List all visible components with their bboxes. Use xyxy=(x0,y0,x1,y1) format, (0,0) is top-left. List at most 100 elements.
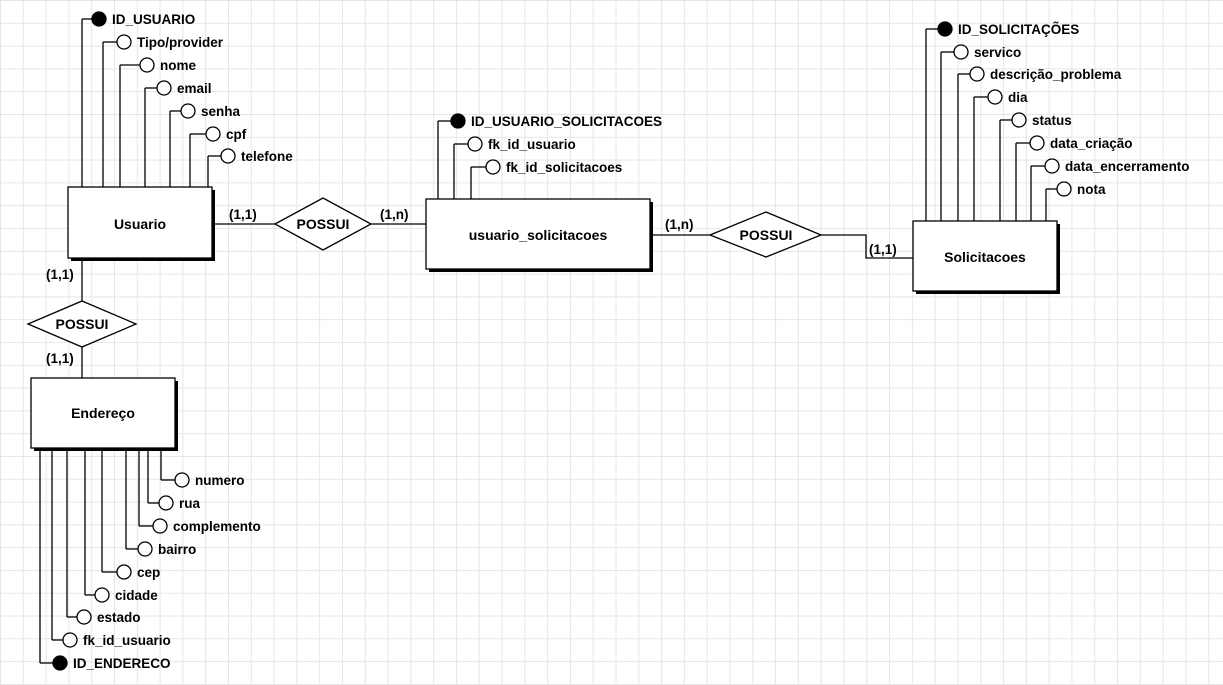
attribute-usuario-5[interactable]: cpf xyxy=(189,126,247,187)
cardinality-label: (1,1) xyxy=(46,267,74,282)
attribute-icon xyxy=(467,136,483,152)
attribute-endereco-2[interactable]: complemento xyxy=(138,448,261,534)
attribute-icon xyxy=(485,159,501,175)
attribute-icon xyxy=(156,80,172,96)
attribute-label: ID_USUARIO xyxy=(112,12,195,27)
attribute-label: rua xyxy=(179,496,201,511)
entity-solicitacoes-label: Solicitacoes xyxy=(944,249,1026,265)
primary-key-icon xyxy=(52,655,68,671)
cardinality-label: (1,1) xyxy=(229,207,257,222)
attribute-icon xyxy=(1029,135,1045,151)
relationship-label: POSSUI xyxy=(56,316,109,332)
attribute-icon xyxy=(139,57,155,73)
entity-usuario-solicitacoes[interactable]: usuario_solicitacoes xyxy=(425,198,653,272)
attribute-icon xyxy=(116,564,132,580)
attribute-label: fk_id_solicitacoes xyxy=(506,160,622,175)
attribute-endereco-8[interactable]: ID_ENDERECO xyxy=(39,448,171,671)
attribute-icon xyxy=(158,495,174,511)
relationship-usuario-solicitacoes-solicitacoes[interactable]: POSSUI xyxy=(708,211,823,258)
primary-key-icon xyxy=(937,21,953,37)
attribute-icon xyxy=(220,148,236,164)
attribute-icon xyxy=(180,103,196,119)
attribute-label: ID_SOLICITAÇÕES xyxy=(958,22,1079,37)
attribute-icon xyxy=(174,472,190,488)
primary-key-icon xyxy=(450,113,466,129)
attribute-label: senha xyxy=(201,104,241,119)
attribute-icon xyxy=(94,587,110,603)
attribute-usuario-6[interactable]: telefone xyxy=(207,148,293,187)
attribute-label: cidade xyxy=(115,588,158,603)
attribute-solicitacoes-7[interactable]: nota xyxy=(1045,181,1106,221)
attribute-solicitacoes-2[interactable]: descrição_problema xyxy=(957,66,1122,221)
attribute-label: estado xyxy=(97,610,141,625)
attribute-icon xyxy=(116,34,132,50)
attribute-label: telefone xyxy=(241,149,293,164)
attribute-usuario-2[interactable]: nome xyxy=(119,57,196,187)
entity-solicitacoes[interactable]: Solicitacoes xyxy=(912,220,1060,294)
attribute-solicitacoes-3[interactable]: dia xyxy=(973,89,1028,221)
relationship-usuario-endereco[interactable]: POSSUI xyxy=(26,300,138,348)
attribute-icon xyxy=(76,609,92,625)
attribute-icon xyxy=(152,518,168,534)
attribute-label: fk_id_usuario xyxy=(83,633,171,648)
attribute-label: data_encerramento xyxy=(1065,159,1190,174)
attribute-label: cpf xyxy=(226,127,247,142)
attribute-label: ID_ENDERECO xyxy=(73,656,171,671)
attribute-icon xyxy=(969,66,985,82)
attribute-usuario-1[interactable]: Tipo/provider xyxy=(102,34,224,187)
attribute-endereco-7[interactable]: fk_id_usuario xyxy=(51,448,171,648)
attribute-label: ID_USUARIO_SOLICITACOES xyxy=(471,114,662,129)
attribute-label: servico xyxy=(974,45,1021,60)
attribute-endereco-6[interactable]: estado xyxy=(66,448,141,625)
relationship-label: POSSUI xyxy=(740,227,793,243)
attribute-label: data_criação xyxy=(1050,136,1133,151)
attribute-solicitacoes-5[interactable]: data_criação xyxy=(1015,135,1133,221)
attribute-usuario_solicitacoes-0[interactable]: ID_USUARIO_SOLICITACOES xyxy=(437,113,662,199)
entity-usuario[interactable]: Usuario xyxy=(67,186,215,261)
relationship-lines xyxy=(81,223,913,378)
primary-key-icon xyxy=(91,11,107,27)
attribute-icon xyxy=(205,126,221,142)
cardinality-label: (1,n) xyxy=(665,217,694,232)
attribute-icon xyxy=(987,89,1003,105)
attribute-label: nota xyxy=(1077,182,1106,197)
attribute-icon xyxy=(1056,181,1072,197)
attribute-label: Tipo/provider xyxy=(137,35,224,50)
attribute-endereco-5[interactable]: cidade xyxy=(84,448,158,603)
attribute-usuario-3[interactable]: email xyxy=(144,80,212,187)
attribute-solicitacoes-4[interactable]: status xyxy=(999,112,1072,221)
cardinality-label: (1,n) xyxy=(380,207,409,222)
attribute-usuario_solicitacoes-1[interactable]: fk_id_usuario xyxy=(453,136,576,199)
attribute-icon xyxy=(137,541,153,557)
attribute-usuario-4[interactable]: senha xyxy=(169,103,241,187)
attribute-endereco-3[interactable]: bairro xyxy=(125,448,196,557)
cardinality-label: (1,1) xyxy=(46,351,74,366)
attribute-solicitacoes-1[interactable]: servico xyxy=(940,44,1021,221)
attribute-endereco-4[interactable]: cep xyxy=(101,448,160,580)
attribute-label: status xyxy=(1032,113,1072,128)
entity-endereco[interactable]: Endereço xyxy=(30,377,178,451)
attribute-label: descrição_problema xyxy=(990,67,1122,82)
attribute-usuario-0[interactable]: ID_USUARIO xyxy=(81,11,195,187)
attribute-icon xyxy=(1011,112,1027,128)
attribute-solicitacoes-0[interactable]: ID_SOLICITAÇÕES xyxy=(925,21,1079,221)
cardinality-label: (1,1) xyxy=(869,242,897,257)
attribute-endereco-1[interactable]: rua xyxy=(147,448,201,511)
attribute-solicitacoes-6[interactable]: data_encerramento xyxy=(1030,158,1190,221)
attribute-label: bairro xyxy=(158,542,196,557)
attribute-label: nome xyxy=(160,58,196,73)
relationship-usuario-usuario-solicitacoes[interactable]: POSSUI xyxy=(273,197,373,251)
attribute-label: dia xyxy=(1008,90,1028,105)
attribute-label: email xyxy=(177,81,212,96)
attribute-endereco-0[interactable]: numero xyxy=(160,448,245,488)
attribute-label: complemento xyxy=(173,519,261,534)
attribute-usuario_solicitacoes-2[interactable]: fk_id_solicitacoes xyxy=(470,159,622,199)
attribute-icon xyxy=(1044,158,1060,174)
attribute-layer: ID_USUARIO Tipo/provider nome email senha cpf… xyxy=(39,11,1190,671)
entity-usuario-label: Usuario xyxy=(114,216,166,232)
attribute-icon xyxy=(62,632,78,648)
attribute-label: fk_id_usuario xyxy=(488,137,576,152)
attribute-label: cep xyxy=(137,565,160,580)
possui-to-solicitacoes-line xyxy=(820,234,913,259)
